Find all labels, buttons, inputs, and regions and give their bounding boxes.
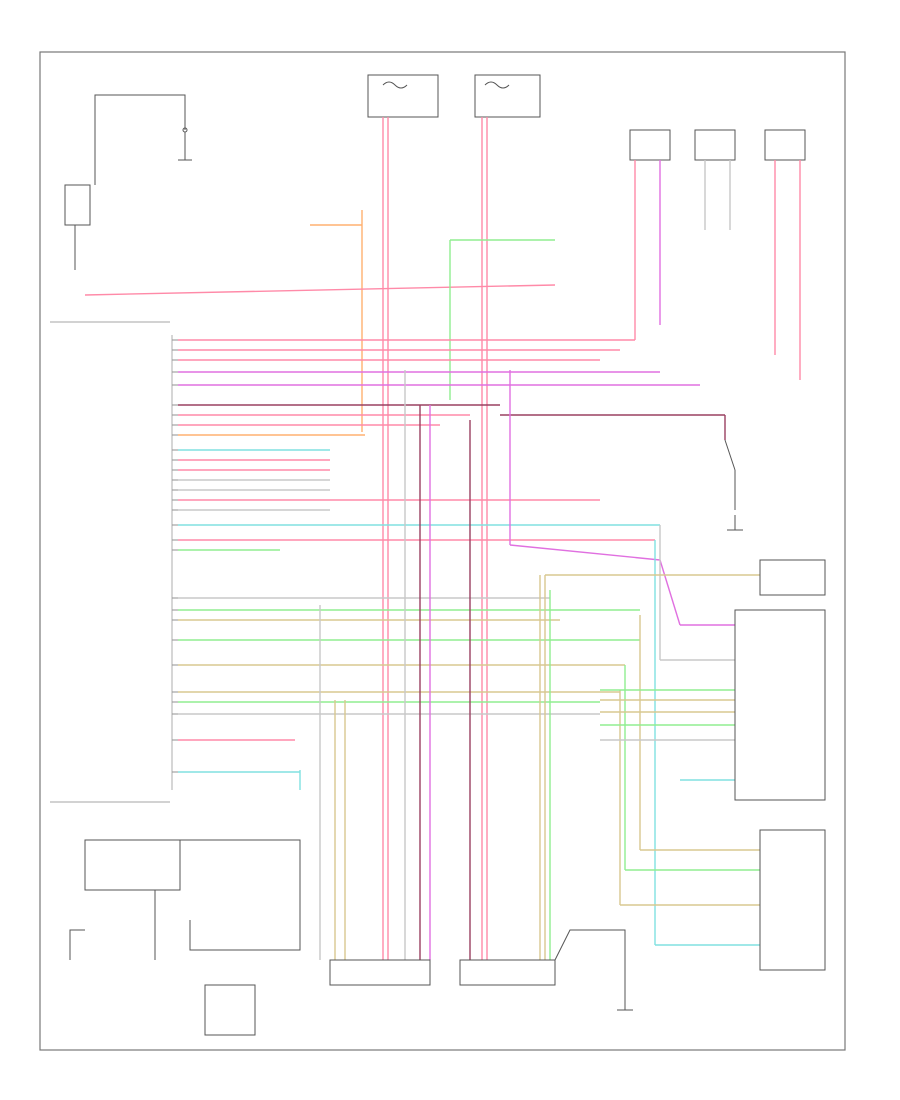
ground-symbol (617, 985, 633, 1011)
shift-switch-right (734, 609, 826, 801)
switch-mid-right (724, 439, 736, 510)
fuse-top-right (474, 74, 541, 118)
fuse-top-left (367, 74, 439, 118)
connector-lead (554, 929, 626, 985)
module-bottom-left (69, 839, 301, 1036)
sensor-top-1 (629, 129, 671, 161)
relay-left-top (64, 94, 188, 270)
right-wires (500, 370, 760, 960)
bottom-drops (299, 370, 541, 960)
top-trunk-wires (84, 117, 801, 960)
ground-symbol (178, 150, 192, 161)
sensor-top-3 (764, 129, 806, 161)
connector-bottom-1 (329, 959, 431, 986)
diagram-frame (39, 51, 846, 1051)
indicator-right (759, 559, 826, 596)
connector-bottom-2 (459, 959, 556, 986)
encoder-right (759, 829, 826, 971)
ground-symbol (727, 515, 743, 531)
controller-pin-rows (171, 335, 700, 790)
sensor-top-2 (694, 129, 736, 161)
